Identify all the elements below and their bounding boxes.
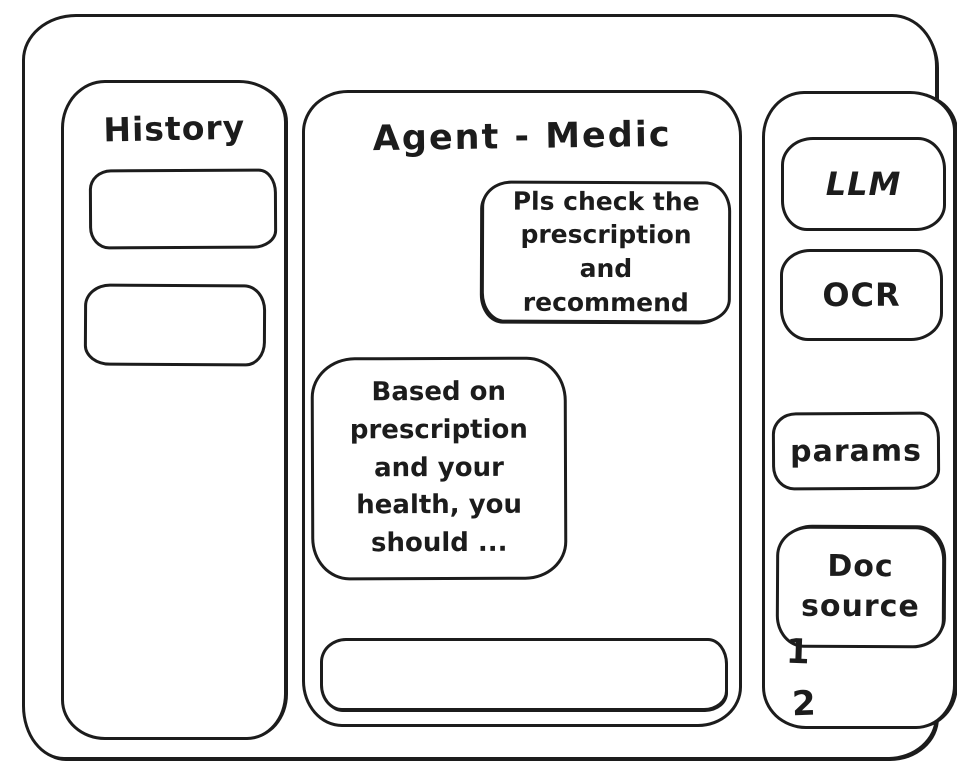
history-item[interactable] [88, 168, 278, 250]
chat-panel: Agent - Medic Pls check the prescription… [302, 90, 742, 727]
ocr-button[interactable]: OCR [780, 249, 943, 341]
llm-button[interactable]: LLM [781, 137, 946, 231]
history-title: History [102, 107, 246, 150]
doc-source-item-1[interactable]: 1 [785, 631, 811, 673]
user-message-bubble: Pls check the prescription and recommend [480, 180, 732, 324]
history-item[interactable] [83, 283, 267, 367]
params-button[interactable]: params [771, 411, 941, 491]
tools-panel: LLM OCR params Doc source 1 2 [762, 91, 956, 729]
history-panel: History [61, 80, 287, 740]
chat-title: Agent - Medic [372, 114, 672, 160]
user-message-text: Pls check the prescription and recommend [512, 186, 700, 318]
doc-source-button[interactable]: Doc source [775, 525, 946, 649]
app-window-frame: History Agent - Medic Pls check the pres… [22, 14, 956, 760]
assistant-message-text: Based on prescription and your health, y… [349, 377, 528, 559]
doc-source-item-2[interactable]: 2 [791, 683, 817, 725]
message-input[interactable] [320, 638, 728, 711]
assistant-message-bubble: Based on prescription and your health, y… [310, 356, 568, 581]
